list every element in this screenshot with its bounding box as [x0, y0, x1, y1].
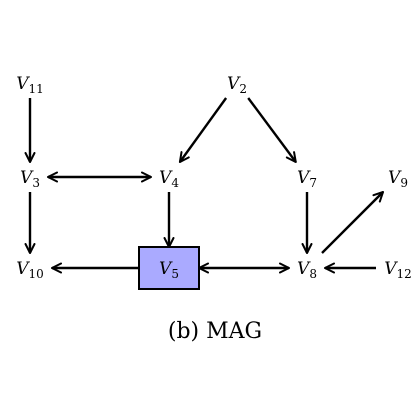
node-label: V4 — [159, 168, 179, 190]
node-subscript: 12 — [397, 267, 412, 281]
node-v12: V12 — [384, 259, 412, 281]
node-letter: V — [159, 259, 173, 279]
node-letter: V — [384, 259, 398, 279]
node-v3: V3 — [20, 168, 40, 190]
node-subscript: 5 — [171, 267, 179, 281]
node-letter: V — [297, 259, 311, 279]
node-letter: V — [20, 168, 34, 188]
node-v4: V4 — [159, 168, 179, 190]
node-subscript: 10 — [29, 267, 44, 281]
node-v10: V10 — [16, 259, 44, 281]
node-v11: V11 — [16, 74, 44, 96]
node-label: V10 — [16, 259, 44, 281]
node-label: V3 — [20, 168, 40, 190]
node-subscript: 7 — [309, 176, 317, 190]
node-subscript: 8 — [309, 267, 317, 281]
diagram-caption: (b) MAG — [168, 319, 262, 344]
node-letter: V — [297, 168, 311, 188]
node-label: V9 — [388, 168, 408, 190]
node-letter: V — [388, 168, 402, 188]
node-letter: V — [16, 74, 30, 94]
node-subscript: 3 — [32, 176, 40, 190]
node-subscript: 9 — [400, 176, 408, 190]
node-label: V12 — [384, 259, 412, 281]
node-v9: V9 — [388, 168, 408, 190]
node-label: V11 — [16, 74, 44, 96]
edge-v8-v9 — [321, 191, 384, 254]
node-label: V8 — [297, 259, 317, 281]
node-v5: V5 — [138, 246, 200, 290]
node-letter: V — [159, 168, 173, 188]
edges-layer — [24, 97, 384, 274]
node-label: V5 — [159, 259, 179, 281]
highlight-box — [138, 246, 200, 290]
node-v2: V2 — [227, 74, 247, 96]
node-letter: V — [227, 74, 241, 94]
node-letter: V — [16, 259, 30, 279]
edge-v2-v7 — [247, 97, 297, 163]
node-v8: V8 — [297, 259, 317, 281]
node-label: V2 — [227, 74, 247, 96]
edge-v2-v4 — [178, 97, 228, 163]
node-subscript: 4 — [171, 176, 179, 190]
node-label: V7 — [297, 168, 317, 190]
node-subscript: 11 — [29, 82, 44, 96]
node-v7: V7 — [297, 168, 317, 190]
node-subscript: 2 — [239, 82, 247, 96]
